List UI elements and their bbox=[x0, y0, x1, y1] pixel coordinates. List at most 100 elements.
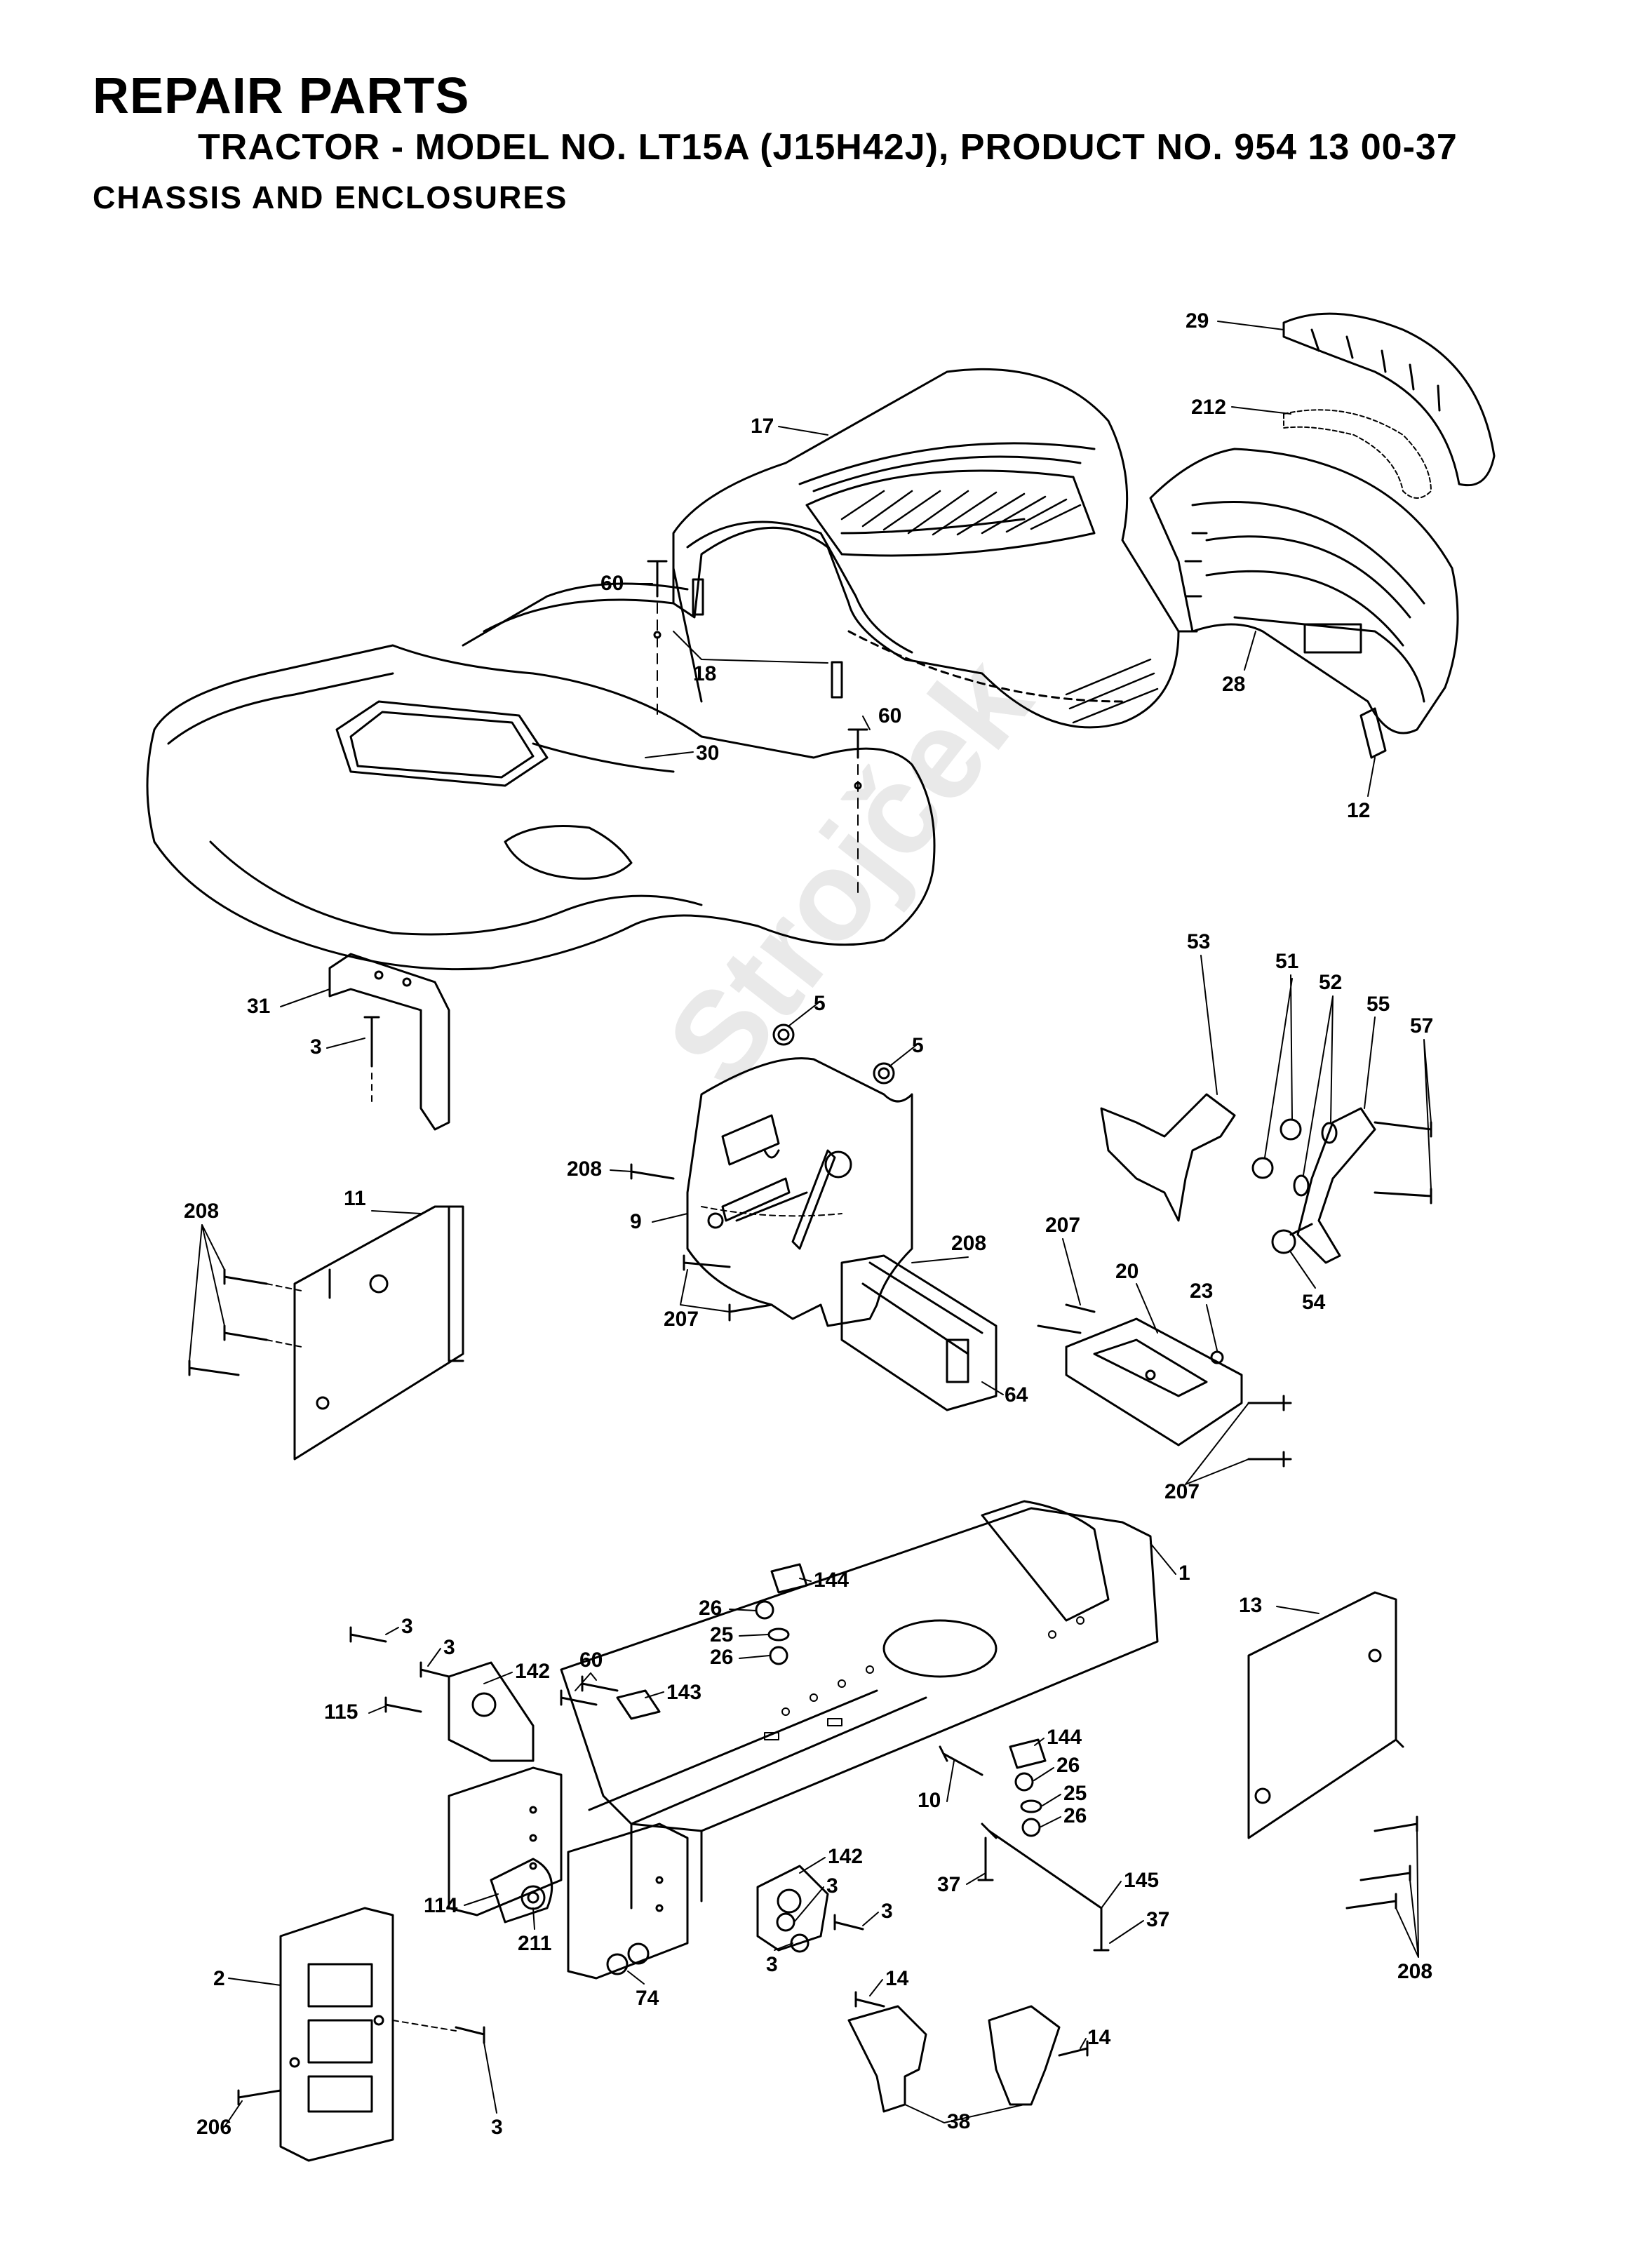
bolts-part-208-left bbox=[188, 1268, 302, 1376]
callout-25: 25 bbox=[710, 1623, 733, 1646]
bracket-part-143 bbox=[616, 1689, 661, 1720]
bolt-part-208-dash bbox=[630, 1163, 675, 1180]
nut-stack-26-25-upper bbox=[755, 1600, 790, 1665]
callout-211: 211 bbox=[518, 1932, 551, 1955]
nut-part-23 bbox=[1210, 1350, 1224, 1364]
callout-208: 208 bbox=[1397, 1960, 1432, 1983]
callout-142: 142 bbox=[515, 1660, 550, 1683]
callout-9: 9 bbox=[630, 1210, 642, 1233]
seal-part-212 bbox=[1283, 409, 1432, 499]
callout-13: 13 bbox=[1239, 1594, 1262, 1617]
bolts-part-14 bbox=[854, 1991, 1089, 2057]
callout-53: 53 bbox=[1187, 930, 1210, 953]
callout-29: 29 bbox=[1186, 309, 1209, 333]
callout-3: 3 bbox=[881, 1900, 893, 1923]
callout-60: 60 bbox=[878, 704, 901, 727]
callout-142: 142 bbox=[828, 1845, 863, 1868]
hood-part-17 bbox=[672, 368, 1180, 729]
callout-60: 60 bbox=[579, 1649, 603, 1672]
bolt-part-206 bbox=[237, 2089, 282, 2106]
bolts-part-60-front bbox=[560, 1675, 619, 1706]
bolts-part-37 bbox=[977, 1837, 1110, 1952]
callout-5: 5 bbox=[912, 1034, 924, 1057]
bracket-part-142-front bbox=[448, 1661, 535, 1762]
callout-115: 115 bbox=[324, 1700, 358, 1724]
bolt-part-60-upper bbox=[647, 560, 668, 716]
callout-206: 206 bbox=[196, 2116, 231, 2139]
callout-208: 208 bbox=[567, 1157, 602, 1181]
callout-2: 2 bbox=[213, 1967, 225, 1990]
callout-10: 10 bbox=[918, 1789, 941, 1812]
callout-18: 18 bbox=[693, 662, 716, 685]
callout-57: 57 bbox=[1410, 1014, 1433, 1038]
bracket-part-144-lower bbox=[1009, 1738, 1047, 1769]
nuts-part-74 bbox=[606, 1942, 650, 1975]
dash-part-9 bbox=[686, 1057, 913, 1327]
bolts-part-208-right bbox=[1345, 1815, 1418, 1909]
callout-3: 3 bbox=[826, 1874, 838, 1898]
panel-part-13 bbox=[1247, 1591, 1404, 1839]
screw-part-3-bracket bbox=[363, 1016, 380, 1102]
bolt-part-60-lower bbox=[847, 728, 868, 899]
panel-part-11 bbox=[293, 1205, 464, 1461]
leader-18 bbox=[673, 631, 828, 664]
callout-55: 55 bbox=[1366, 993, 1390, 1016]
callout-54: 54 bbox=[1302, 1291, 1326, 1314]
bracket-part-38-left bbox=[847, 2005, 927, 2113]
knob-part-5 bbox=[772, 1023, 895, 1085]
callout-144: 144 bbox=[814, 1569, 849, 1592]
callout-207: 207 bbox=[1164, 1480, 1200, 1503]
front-plate-left bbox=[448, 1766, 563, 1917]
grille-part-28 bbox=[1149, 448, 1459, 734]
rod-part-145 bbox=[981, 1823, 1103, 1909]
callout-5: 5 bbox=[814, 992, 826, 1015]
callout-143: 143 bbox=[666, 1681, 701, 1704]
fender-part-30 bbox=[146, 567, 936, 971]
callout-64: 64 bbox=[1005, 1383, 1028, 1407]
leader-lines bbox=[189, 321, 1432, 2128]
callout-14: 14 bbox=[885, 1967, 909, 1990]
bolt-part-10 bbox=[939, 1745, 983, 1776]
nut-part-211 bbox=[521, 1885, 546, 1910]
callout-30: 30 bbox=[696, 741, 719, 765]
callout-31: 31 bbox=[247, 995, 270, 1018]
bracket-part-144-upper bbox=[770, 1563, 808, 1594]
bracket-part-114 bbox=[490, 1858, 553, 1924]
callout-11: 11 bbox=[344, 1187, 366, 1210]
callout-114: 114 bbox=[424, 1894, 458, 1917]
callout-3: 3 bbox=[310, 1035, 322, 1059]
bolts-part-57 bbox=[1374, 1121, 1432, 1204]
callout-60: 60 bbox=[600, 572, 624, 595]
screw-part-54 bbox=[1271, 1223, 1313, 1254]
callout-26: 26 bbox=[1056, 1754, 1080, 1777]
bolts-part-207-dash bbox=[683, 1254, 773, 1322]
trim-part-29 bbox=[1282, 312, 1496, 487]
callout-144: 144 bbox=[1047, 1726, 1082, 1749]
washer-part-52 bbox=[1293, 1122, 1338, 1197]
front-plate-right bbox=[567, 1823, 689, 1980]
bolts-part-207-right bbox=[1037, 1303, 1292, 1468]
watermark-text: Strojček bbox=[640, 631, 1058, 1111]
callout-3: 3 bbox=[401, 1615, 413, 1638]
bracket-part-53 bbox=[1100, 1093, 1236, 1222]
bracket-part-38-right bbox=[988, 2005, 1061, 2106]
plate-part-20 bbox=[1065, 1317, 1243, 1446]
callout-20: 20 bbox=[1115, 1260, 1139, 1283]
callout-26: 26 bbox=[710, 1646, 733, 1669]
frame-part-1 bbox=[560, 1500, 1159, 1909]
bracket-part-55 bbox=[1296, 1107, 1376, 1264]
model-line: TRACTOR - MODEL NO. LT15A (J15H42J), PRO… bbox=[198, 127, 1458, 168]
bolt-part-3-plate bbox=[392, 2020, 485, 2044]
callout-3: 3 bbox=[443, 1636, 455, 1659]
callout-26: 26 bbox=[1063, 1804, 1087, 1827]
latch-part-12 bbox=[1359, 707, 1387, 759]
plate-part-2 bbox=[279, 1907, 394, 2162]
callout-3: 3 bbox=[766, 1953, 778, 1976]
callout-3: 3 bbox=[491, 2116, 503, 2139]
page-title: REPAIR PARTS bbox=[93, 68, 470, 124]
callout-52: 52 bbox=[1319, 971, 1342, 994]
callout-12: 12 bbox=[1347, 799, 1370, 822]
callout-207: 207 bbox=[1045, 1214, 1080, 1237]
callout-208: 208 bbox=[951, 1232, 986, 1255]
